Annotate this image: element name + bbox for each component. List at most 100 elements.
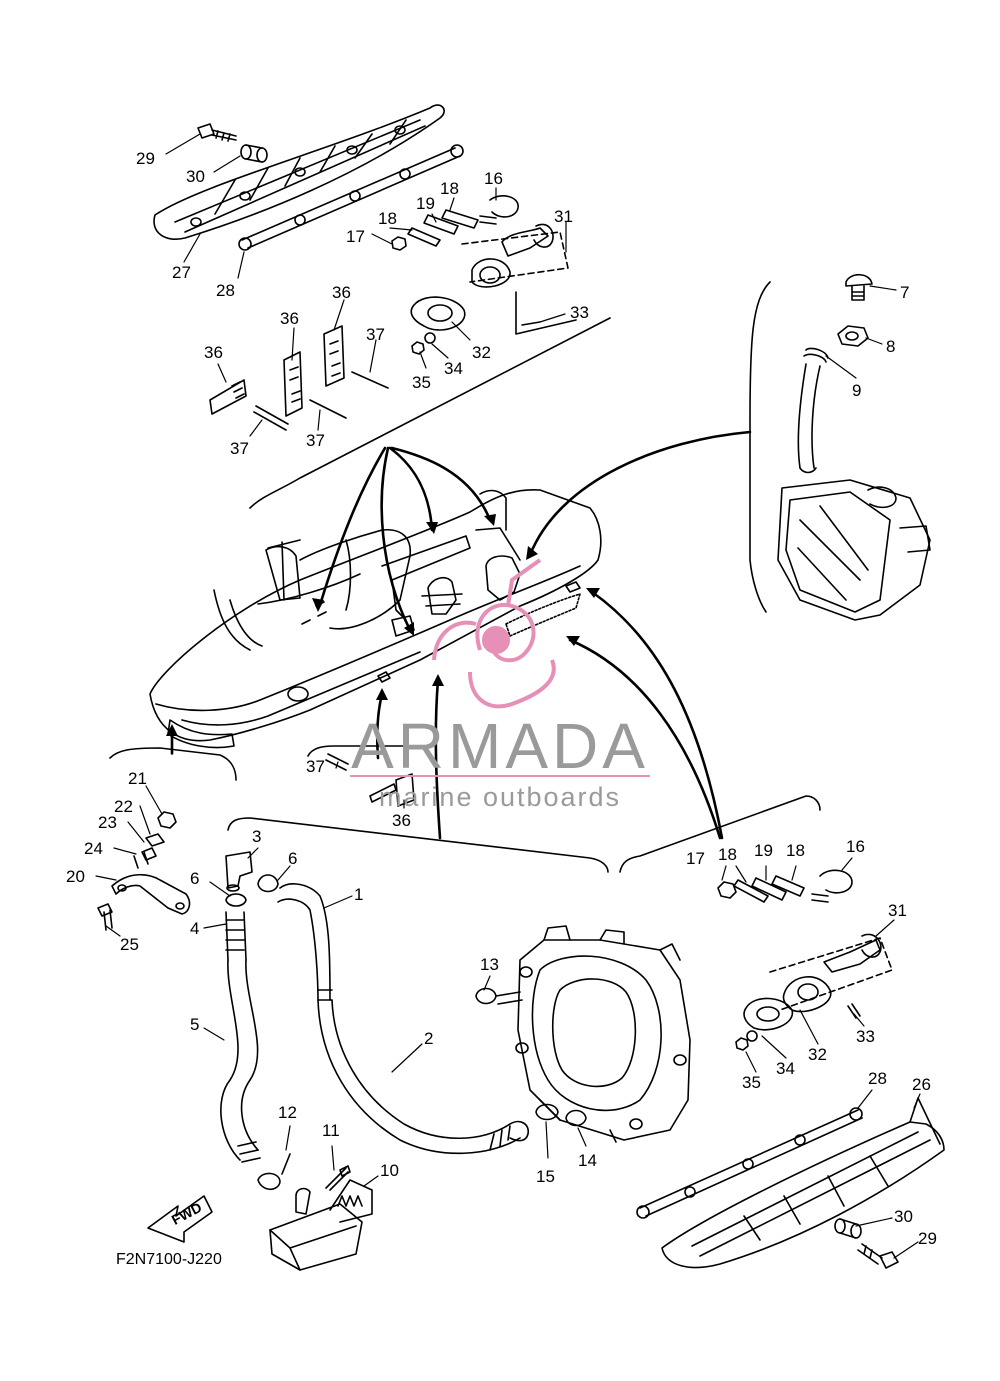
callout-12: 12: [278, 1103, 297, 1122]
callout-18: 18: [786, 841, 805, 860]
hose-1: [277, 883, 333, 1001]
callout-7: 7: [900, 283, 909, 302]
callout-22: 22: [114, 797, 133, 816]
hose-clamps-6: [225, 874, 279, 907]
callout-17: 17: [346, 227, 365, 246]
bracket-line-lower-right: [619, 795, 821, 873]
callout-27: 27: [172, 263, 191, 282]
jet-housing-right: [777, 479, 931, 621]
rail-28-bottom: [636, 1107, 863, 1219]
jet-housing-center: [495, 925, 691, 1143]
armada-logo-icon: [432, 558, 556, 709]
callout-4: 4: [190, 919, 199, 938]
bracket-pins-mid: [325, 753, 415, 807]
clamp-12: [257, 1153, 291, 1191]
callout-10: 10: [380, 1161, 399, 1180]
callout-36: 36: [332, 283, 351, 302]
callout-23: 23: [98, 813, 117, 832]
fwd-label: FWD: [169, 1199, 205, 1228]
drawing-code: F2N7100-J220: [116, 1251, 222, 1268]
hose-2: [317, 999, 530, 1155]
bracket-line-mid: [307, 745, 421, 757]
clamp-14: [565, 1109, 587, 1127]
sponson-top-left: [153, 104, 445, 240]
callout-30: 30: [186, 167, 205, 186]
leader-lines: [95, 133, 921, 1259]
bracket-line-left: [109, 747, 237, 781]
callout-3: 3: [252, 827, 261, 846]
callout-5: 5: [190, 1015, 199, 1034]
callout-34: 34: [444, 359, 463, 378]
clamp-13: [475, 987, 497, 1005]
callout-9: 9: [852, 381, 861, 400]
handle-grip-20: [111, 873, 191, 915]
bracket-pins-top: [209, 325, 389, 431]
fwd-arrow: [147, 1195, 213, 1243]
collar-30-bottom: [834, 1218, 862, 1239]
callout-32: 32: [472, 343, 491, 362]
pin-11: [325, 1165, 351, 1191]
callout-33: 33: [570, 303, 589, 322]
leader-arrows-bottom: [170, 590, 724, 840]
filter-box-10: [269, 1179, 373, 1271]
callout-19: 19: [754, 841, 773, 860]
drain-plug-7: [845, 273, 873, 301]
callout-6: 6: [190, 869, 199, 888]
callout-37: 37: [230, 439, 249, 458]
sponson-bottom-right: [661, 1097, 945, 1269]
callout-37: 37: [306, 431, 325, 450]
callout-18: 18: [440, 179, 459, 198]
callout-13: 13: [480, 955, 499, 974]
callout-36: 36: [204, 343, 223, 362]
leader-arrows-top: [318, 430, 752, 632]
callout-36: 36: [392, 811, 411, 830]
hose-4-5: [220, 911, 261, 1163]
bracket-line-center: [227, 817, 609, 873]
callout-28: 28: [868, 1069, 887, 1088]
callout-37: 37: [306, 757, 325, 776]
callout-29: 29: [136, 149, 155, 168]
callout-24: 24: [84, 839, 103, 858]
hardware-bottom-right: [717, 869, 893, 1051]
callout-32: 32: [808, 1045, 827, 1064]
bolt-29-bottom: [857, 1243, 899, 1269]
clamp-15: [535, 1103, 559, 1121]
callout-6: 6: [288, 849, 297, 868]
callout-17: 17: [686, 849, 705, 868]
bracket-line-right: [749, 281, 771, 613]
callout-21: 21: [128, 769, 147, 788]
collar-30-top: [240, 144, 268, 163]
callout-30: 30: [894, 1207, 913, 1226]
callout-15: 15: [536, 1167, 555, 1186]
watermark-tagline: marine outboards: [379, 782, 621, 812]
callout-26: 26: [912, 1075, 931, 1094]
callout-2: 2: [424, 1029, 433, 1048]
bolt-29-top: [197, 123, 237, 142]
callout-36: 36: [280, 309, 299, 328]
callout-34: 34: [776, 1059, 795, 1078]
callout-35: 35: [412, 373, 431, 392]
callout-18: 18: [378, 209, 397, 228]
callout-19: 19: [416, 194, 435, 213]
bracket-line-top: [249, 317, 611, 509]
callout-29: 29: [918, 1229, 937, 1248]
callout-16: 16: [846, 837, 865, 856]
callout-35: 35: [742, 1073, 761, 1092]
callout-14: 14: [578, 1151, 597, 1170]
callout-37: 37: [366, 325, 385, 344]
callout-28: 28: [216, 281, 235, 300]
watermark-brand: ARMADA: [351, 710, 649, 782]
callout-numbers: 29 30 27 28 17 18 19 18 16 31 33 32 35 3…: [66, 149, 937, 1248]
callout-16: 16: [484, 169, 503, 188]
fasteners-left: [97, 811, 177, 931]
nut-8: [837, 325, 869, 347]
callout-1: 1: [354, 885, 363, 904]
callout-25: 25: [120, 935, 139, 954]
callout-31: 31: [554, 207, 573, 226]
armada-watermark: ARMADA marine outboards: [350, 558, 650, 812]
rail-28-top: [238, 144, 464, 251]
elbow-fitting-3: [225, 851, 253, 892]
watercraft-hull: [149, 489, 602, 749]
callout-18: 18: [718, 845, 737, 864]
